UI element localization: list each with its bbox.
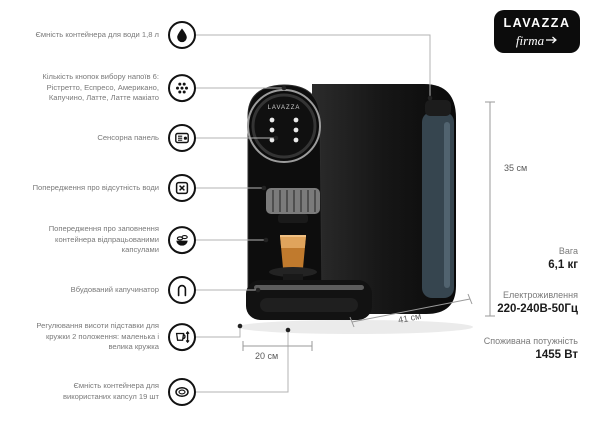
logo-wordmark: LAVAZZA (503, 16, 571, 30)
cup-platform-stem (283, 274, 303, 282)
dimension-width-line (242, 341, 313, 351)
capsule-icon (168, 378, 196, 406)
coffee-machine-illustration: LAVAZZA (237, 84, 473, 334)
water-drop-icon (168, 21, 196, 49)
spec-power-consumption: Споживана потужність 1455 Вт (484, 336, 578, 361)
logo-firma: firma (498, 34, 576, 47)
lavazza-logo: LAVAZZA firma (494, 10, 580, 53)
water-tank-lid (425, 100, 451, 116)
spec-value: 6,1 кг (548, 259, 578, 271)
dimension-width-label: 20 см (255, 351, 279, 361)
feature-label: Ємність контейнера для використаних капс… (62, 381, 159, 401)
feature-label: Кількість кнопок вибору напоїв 6: Рістре… (42, 72, 159, 103)
drip-tray-grill (260, 298, 358, 312)
machine-shadow (237, 320, 473, 334)
feature-label: Попередження про відсутність води (32, 182, 159, 192)
coffee-crema (280, 236, 306, 248)
touch-panel-icon (168, 124, 196, 152)
feature-no-water-warning: Попередження про відсутність води (28, 174, 196, 202)
cup-platform (269, 267, 317, 277)
feature-touch-panel: Сенсорна панель (28, 124, 196, 152)
spec-value: 1455 Вт (535, 349, 578, 361)
spec-label: Електроживлення (502, 290, 578, 300)
coffee-spout (278, 214, 308, 223)
used-capsules-warning-icon (168, 226, 196, 254)
spec-label: Вага (558, 246, 578, 256)
feature-label: Попередження про заповнення контейнера в… (48, 224, 159, 255)
drink-buttons-icon (168, 74, 196, 102)
feature-label: Сенсорна панель (97, 132, 159, 142)
drip-tray-chrome (254, 285, 364, 290)
milk-frother-icon (168, 276, 196, 304)
feature-water-capacity: Ємність контейнера для води 1,8 л (28, 21, 196, 49)
spec-value: 220-240В-50Гц (497, 303, 578, 315)
feature-milk-frother: Вбудований капучинатор (28, 276, 196, 304)
spec-label: Споживана потужність (483, 336, 578, 346)
feature-capsule-capacity: Ємність контейнера для використаних капс… (28, 378, 196, 406)
dimension-height-line (485, 101, 495, 317)
logo-shield: LAVAZZA firma (494, 10, 580, 53)
spec-power-supply: Електроживлення 220-240В-50Гц (497, 290, 578, 315)
cup-height-icon (168, 323, 196, 351)
machine-side-body (312, 84, 456, 314)
logo-firma-text: firma (515, 32, 545, 48)
dimension-height-label: 35 см (504, 163, 528, 173)
water-tank-highlight (444, 122, 450, 288)
firma-arrow-icon (546, 36, 558, 44)
brew-head-ridges (272, 190, 316, 212)
callout-line-capsule-capacity (196, 332, 289, 393)
feature-label: Регулювання висоти підставки для кружки … (36, 321, 159, 352)
feature-label: Вбудований капучинатор (70, 284, 159, 294)
feature-cup-height: Регулювання висоти підставки для кружки … (28, 321, 196, 353)
spec-weight: Вага 6,1 кг (548, 246, 578, 271)
display-drink-buttons (269, 117, 299, 143)
feature-label: Ємність контейнера для води 1,8 л (35, 29, 159, 39)
no-water-warning-icon (168, 174, 196, 202)
feature-drink-buttons: Кількість кнопок вибору напоїв 6: Рістре… (28, 72, 196, 104)
display-brand-text: LAVAZZA (268, 105, 301, 111)
feature-used-capsules-warning: Попередження про заповнення контейнера в… (28, 224, 196, 256)
